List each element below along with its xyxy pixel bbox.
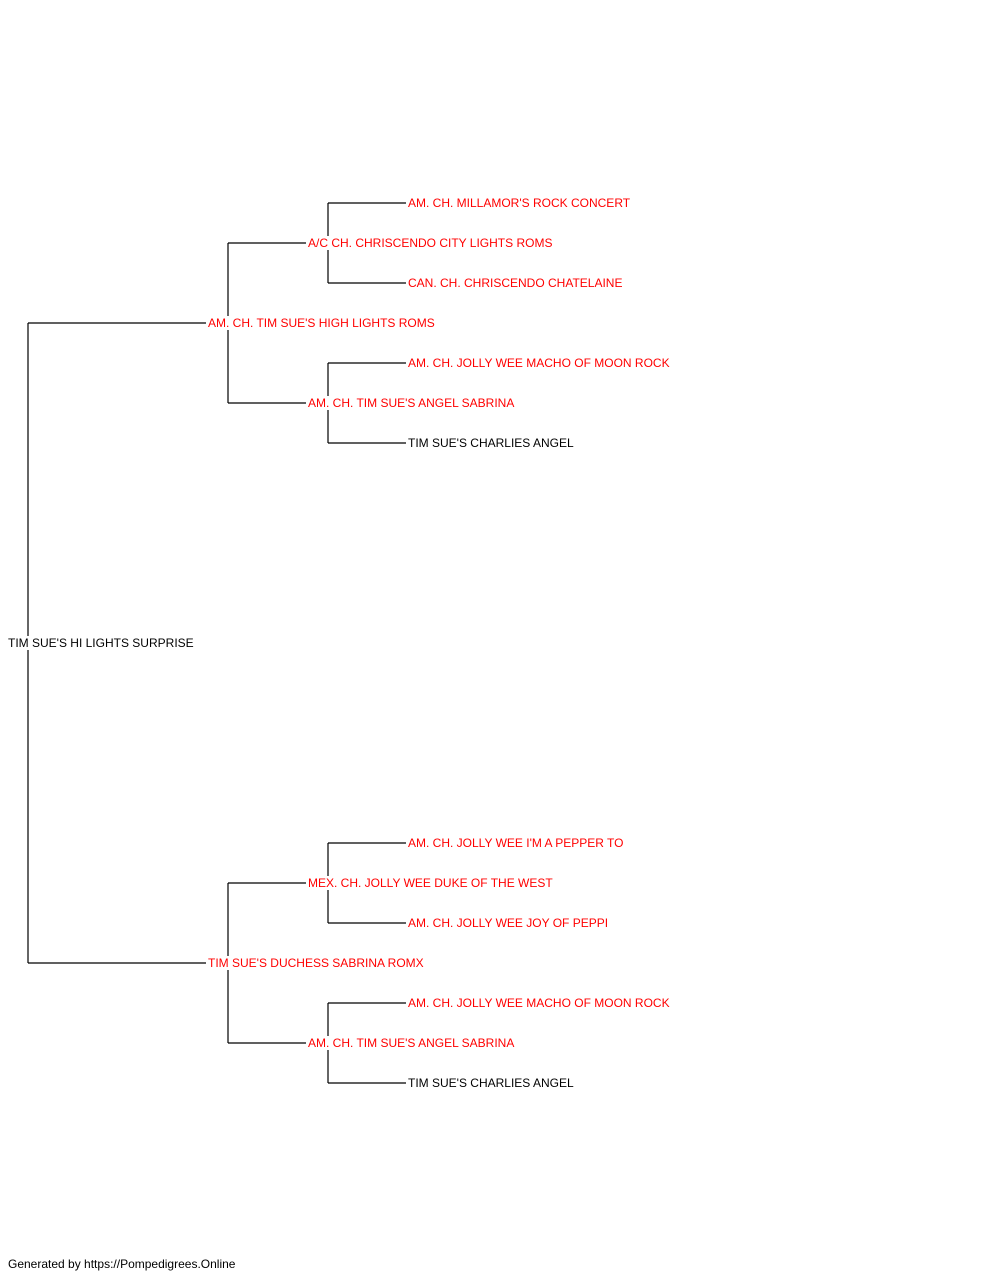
dog-name-gen4: AM. CH. JOLLY WEE MACHO OF MOON ROCK bbox=[408, 996, 670, 1010]
dog-name-gen4: TIM SUE'S CHARLIES ANGEL bbox=[408, 436, 574, 450]
dog-name-gen4: CAN. CH. CHRISCENDO CHATELAINE bbox=[408, 276, 623, 290]
dog-name-gen3: A/C CH. CHRISCENDO CITY LIGHTS ROMS bbox=[308, 236, 553, 250]
dog-name-gen4: AM. CH. MILLAMOR'S ROCK CONCERT bbox=[408, 196, 631, 210]
generated-by-footer: Generated by https://Pompedigrees.Online bbox=[8, 1257, 236, 1271]
dog-name-gen4: AM. CH. JOLLY WEE I'M A PEPPER TO bbox=[408, 836, 624, 850]
dog-name-gen3: MEX. CH. JOLLY WEE DUKE OF THE WEST bbox=[308, 876, 553, 890]
dog-name-gen2: AM. CH. TIM SUE'S HIGH LIGHTS ROMS bbox=[208, 316, 435, 330]
dog-name-gen4: TIM SUE'S CHARLIES ANGEL bbox=[408, 1076, 574, 1090]
dog-name-gen0: TIM SUE'S HI LIGHTS SURPRISE bbox=[8, 636, 194, 650]
dog-name-gen3: AM. CH. TIM SUE'S ANGEL SABRINA bbox=[308, 396, 515, 410]
dog-name-gen4: AM. CH. JOLLY WEE MACHO OF MOON ROCK bbox=[408, 356, 670, 370]
dog-name-gen2: TIM SUE'S DUCHESS SABRINA ROMX bbox=[208, 956, 424, 970]
dog-name-gen3: AM. CH. TIM SUE'S ANGEL SABRINA bbox=[308, 1036, 515, 1050]
dog-name-gen4: AM. CH. JOLLY WEE JOY OF PEPPI bbox=[408, 916, 609, 930]
